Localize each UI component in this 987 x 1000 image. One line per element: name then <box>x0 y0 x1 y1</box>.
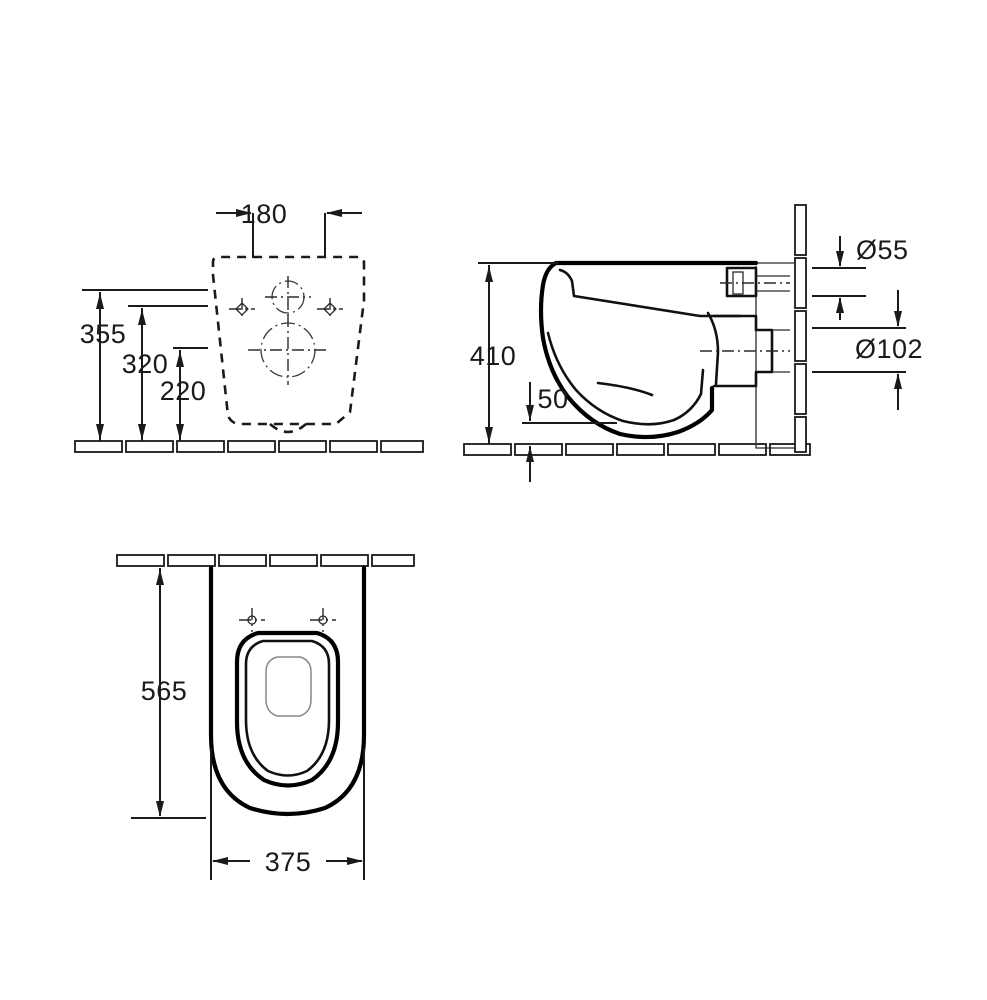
side-inlet-connector <box>720 266 790 298</box>
side-rim-inner-edge <box>558 268 742 318</box>
dimension-565: 565 <box>131 568 206 819</box>
dimension-label-355: 355 <box>80 319 127 349</box>
side-trapway-contour <box>596 381 654 397</box>
front-elevation-view: 180 355 320 220 <box>74 199 424 453</box>
top-plan-view: 565 375 <box>116 554 415 880</box>
side-bowl-inner-surface <box>546 331 676 426</box>
top-seat-inner <box>244 639 331 777</box>
dimension-50: 50 <box>522 382 617 482</box>
side-wall-line <box>794 204 807 453</box>
side-bowl-outer-profile <box>538 260 715 440</box>
side-section-view: 410 50 Ø55 Ø102 <box>463 204 923 482</box>
dimension-label-320: 320 <box>122 349 169 379</box>
top-bowl-aperture <box>265 656 312 717</box>
front-floor-line <box>74 440 424 453</box>
top-seat-outer <box>234 630 341 788</box>
dimension-dia-102: Ø102 <box>812 290 923 410</box>
dimension-dia-55: Ø55 <box>812 235 909 320</box>
side-flush-channel <box>706 311 720 386</box>
dimension-410: 410 <box>470 262 558 444</box>
front-mounting-hole-left <box>229 298 255 320</box>
dimension-355: 355 <box>80 289 208 441</box>
top-mounting-hole-right <box>310 608 336 632</box>
top-body-outline <box>208 565 367 817</box>
dimension-label-410: 410 <box>470 341 517 371</box>
dimension-label-565: 565 <box>141 676 188 706</box>
dimension-label-220: 220 <box>160 376 207 406</box>
dimension-label-180: 180 <box>241 199 288 229</box>
front-mounting-hole-right <box>317 298 343 320</box>
dimension-375: 375 <box>210 748 365 880</box>
front-bowl-outline <box>211 255 366 426</box>
dimension-180: 180 <box>216 199 362 258</box>
side-floor-line <box>463 443 811 456</box>
front-inlet-hole <box>265 276 311 318</box>
front-bowl-bottom-notch <box>269 423 307 434</box>
dimension-label-dia-55: Ø55 <box>856 235 909 265</box>
top-wall-line <box>116 554 415 567</box>
dimension-label-375: 375 <box>265 847 312 877</box>
dimension-label-50: 50 <box>537 384 568 414</box>
dimension-label-dia-102: Ø102 <box>855 334 923 364</box>
top-mounting-hole-left <box>239 608 265 632</box>
side-outlet-pipe <box>700 314 790 388</box>
front-outlet-hole <box>248 315 328 385</box>
dimension-220: 220 <box>160 347 208 441</box>
side-bowl-throat <box>672 368 705 422</box>
dimension-320: 320 <box>122 305 208 441</box>
